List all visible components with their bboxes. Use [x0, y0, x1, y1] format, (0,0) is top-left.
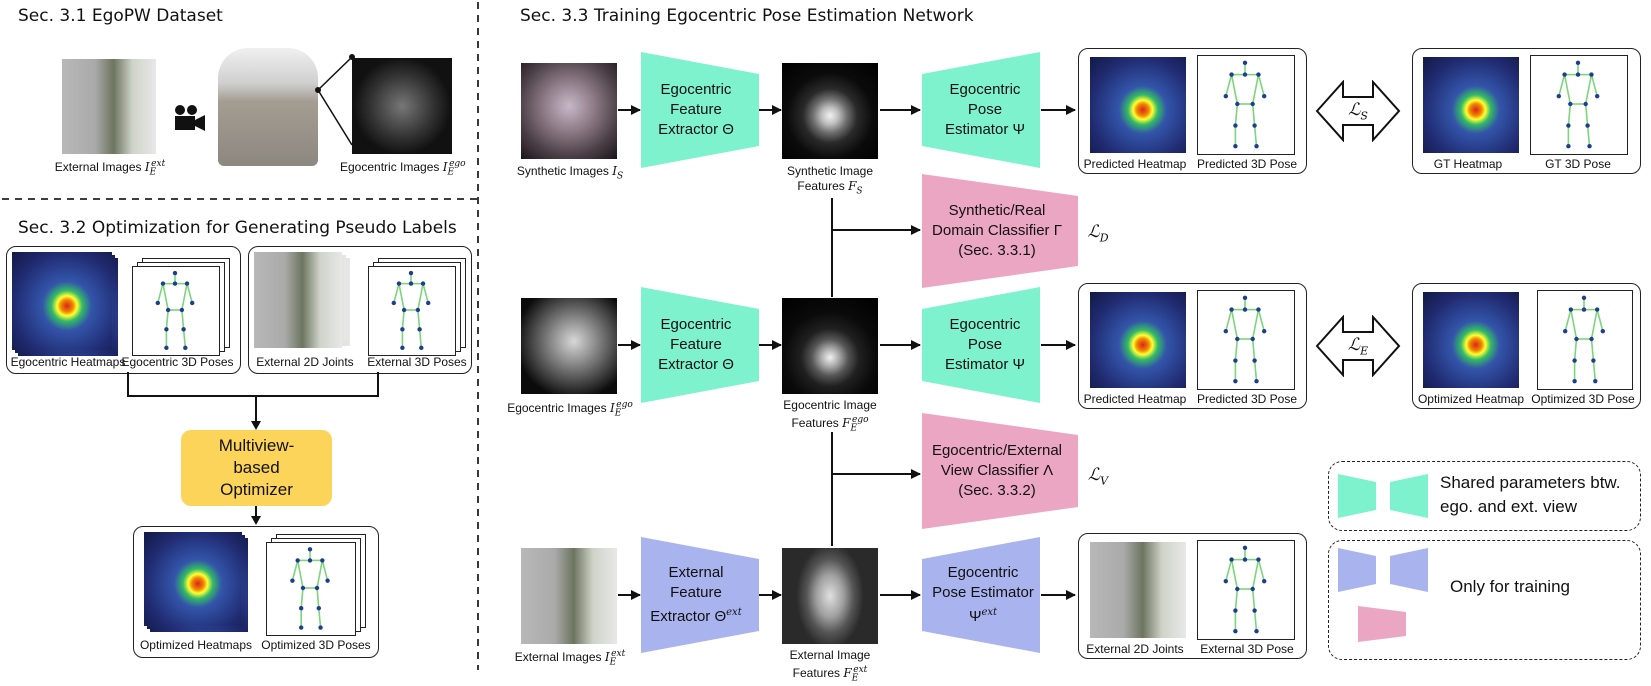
- optimized-heatmaps-label: Optimized Heatmaps: [139, 638, 253, 652]
- section-3-3-title: Sec. 3.3 Training Egocentric Pose Estima…: [520, 6, 974, 26]
- external-pose-estimator: Egocentric Pose Estimator Ψext: [932, 564, 1034, 625]
- ego-extractor-shape-2: [641, 287, 759, 403]
- synthetic-image: [521, 63, 617, 159]
- ext-2d-joints-image: [254, 252, 342, 348]
- multiview-optimizer: Multiview- based Optimizer: [181, 430, 332, 506]
- predicted-heatmap-label-2: Predicted Heatmap: [1083, 392, 1187, 406]
- optimized-3dpose-label: Optimized 3D Pose: [1531, 392, 1635, 406]
- synthetic-feature-map: [782, 63, 878, 159]
- loss-V-label: ℒV: [1087, 465, 1109, 488]
- legend-shared-text: Shared parameters btw. ego. and ext. vie…: [1440, 473, 1621, 516]
- ext-3dpose-card: [368, 266, 456, 356]
- external-2d-joints-label: External 2D Joints: [1086, 642, 1184, 656]
- optimized-heatmap-label: Optimized Heatmap: [1417, 392, 1525, 406]
- gt-3dpose-label: GT 3D Pose: [1545, 157, 1611, 171]
- egocentric-image-thumb: [352, 58, 452, 154]
- section-3-2-title: Sec. 3.2 Optimization for Generating Pse…: [18, 218, 457, 238]
- legend-training-shapes: [1338, 548, 1428, 642]
- loss-S-label: ℒS: [1348, 100, 1368, 123]
- optimized-3dpose-right: [1537, 290, 1633, 390]
- ego-heatmap: [12, 252, 112, 350]
- ego-heatmaps-label: Egocentric Heatmaps: [10, 355, 126, 369]
- gt-heatmap: [1423, 57, 1519, 153]
- gt-3dpose: [1530, 55, 1628, 155]
- ego-3dpose-card: [132, 266, 220, 356]
- optimizer-connectors: [127, 372, 379, 525]
- predicted-3dpose-label-1: Predicted 3D Pose: [1196, 157, 1298, 171]
- predicted-heatmap-2: [1090, 292, 1186, 388]
- view-classifier: Egocentric/External View Classifier Λ (S…: [931, 442, 1063, 499]
- camera-icon: [175, 105, 205, 131]
- egocentric-images-label: Egocentric Images IEego: [340, 159, 466, 178]
- ext-extractor-shape: [641, 537, 759, 653]
- gt-heatmap-label: GT Heatmap: [1433, 157, 1503, 171]
- predicted-heatmap-1: [1090, 57, 1186, 153]
- ego-estimator-shape-1: [922, 52, 1040, 168]
- egocentric-feature-map: [782, 298, 878, 394]
- optimized-3dpose-card: [266, 542, 356, 636]
- double-arrow-E: [1315, 315, 1401, 377]
- legend-shared: [1328, 461, 1641, 531]
- external-input-image: [521, 548, 617, 644]
- external-image-thumb: [62, 59, 156, 154]
- predicted-3dpose-label-2: Predicted 3D Pose: [1196, 392, 1298, 406]
- external-images-label: External Images IEext: [54, 159, 166, 178]
- external-3dpose-card: [1197, 540, 1295, 640]
- egocentric-input-image: [521, 298, 617, 394]
- legend-shared-shapes: [1338, 474, 1428, 518]
- legend-training: [1328, 540, 1641, 660]
- ext-3d-poses-label: External 3D Poses: [367, 355, 467, 369]
- ego-extractor-shape-1: [641, 52, 759, 168]
- external-feature-map: [782, 548, 878, 644]
- predicted-3dpose-2: [1197, 290, 1295, 390]
- ego-feature-extractor-2: Egocentric Feature Extractor Θ: [658, 316, 734, 373]
- egocentric-images-input-label: Egocentric Images IEego: [507, 400, 633, 419]
- ego-estimator-shape-2: [922, 287, 1040, 403]
- external-images-input-label: External Images IEext: [514, 649, 626, 668]
- predicted-3dpose-1: [1197, 55, 1295, 155]
- optimized-heatmap-right: [1423, 292, 1519, 388]
- helmet-camera-mannequin: [218, 48, 318, 166]
- ego-pose-estimator-2: Egocentric Pose Estimator Ψ: [944, 316, 1026, 373]
- predicted-heatmap-label-1: Predicted Heatmap: [1083, 157, 1187, 171]
- external-feature-extractor: External Feature Extractor Θext: [650, 564, 742, 625]
- ego-feature-extractor-1: Egocentric Feature Extractor Θ: [658, 81, 734, 138]
- optimized-3d-poses-label: Optimized 3D Poses: [261, 638, 371, 652]
- legend-training-text: Only for training: [1450, 577, 1570, 596]
- ego-pose-estimator-1: Egocentric Pose Estimator Ψ: [944, 81, 1026, 138]
- section-3-1-title: Sec. 3.1 EgoPW Dataset: [18, 6, 223, 26]
- external-2d-joints-image: [1090, 542, 1186, 638]
- optimized-heatmap: [144, 532, 242, 626]
- domain-classifier-shape: [922, 174, 1078, 288]
- ext-2d-joints-label: External 2D Joints: [256, 355, 354, 369]
- external-3d-pose-label: External 3D Pose: [1200, 642, 1294, 656]
- double-arrow-S: [1315, 80, 1401, 142]
- domain-classifier: Synthetic/Real Domain Classifier Γ (Sec.…: [932, 202, 1062, 259]
- loss-E-label: ℒE: [1347, 335, 1369, 358]
- ext-estimator-shape: [922, 537, 1040, 653]
- ego-3d-poses-label: Egocentric 3D Poses: [121, 355, 234, 369]
- synthetic-images-label: Synthetic Images IS: [516, 164, 624, 182]
- view-classifier-shape: [922, 413, 1078, 529]
- loss-D-label: ℒD: [1087, 222, 1109, 245]
